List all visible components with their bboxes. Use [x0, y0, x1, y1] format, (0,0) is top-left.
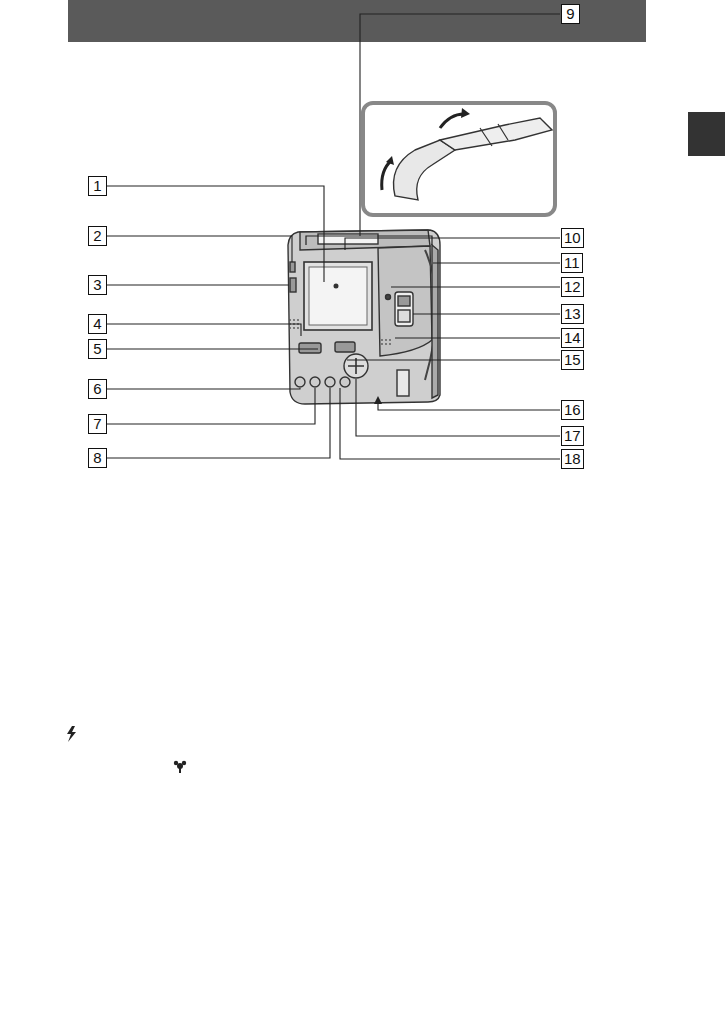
macro-symbol	[174, 761, 186, 773]
camera-body	[288, 230, 440, 404]
callout-number: 12	[561, 277, 584, 297]
callout-number: 15	[561, 350, 584, 370]
arrow-head	[374, 396, 382, 404]
callout-number: 13	[561, 304, 584, 324]
callout-number: 17	[561, 426, 584, 446]
callout-number: 10	[561, 228, 584, 248]
leader-lines	[107, 14, 560, 459]
callout-number: 9	[561, 4, 580, 24]
callout-number: 6	[88, 379, 107, 399]
strap-inset	[363, 103, 555, 215]
callout-number: 8	[88, 448, 107, 468]
callout-number: 7	[88, 414, 107, 434]
callout-number: 11	[561, 253, 583, 273]
bracket	[306, 236, 432, 245]
callout-number: 5	[88, 339, 107, 359]
callout-number: 18	[561, 449, 584, 469]
callout-number: 14	[561, 328, 584, 348]
speaker-dots	[289, 319, 391, 345]
side-tab	[688, 112, 725, 156]
callout-number: 1	[88, 176, 107, 196]
header-bar	[68, 0, 646, 42]
callout-number: 3	[88, 275, 107, 295]
callout-number: 4	[88, 314, 107, 334]
callout-number: 2	[88, 226, 107, 246]
flash-symbol	[67, 726, 76, 742]
callout-number: 16	[561, 400, 584, 420]
